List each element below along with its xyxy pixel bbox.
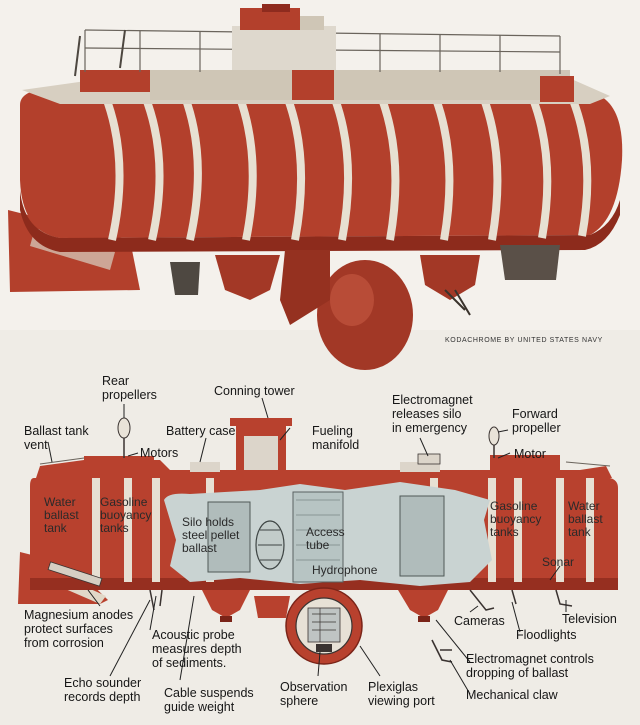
- label-ballast-tank-vent: Ballast tank vent: [24, 424, 89, 452]
- cutaway-diagram: [18, 417, 618, 665]
- label-motors: Motors: [140, 446, 179, 460]
- label-cable-suspends: Cable suspends guide weight: [164, 686, 254, 714]
- label-access-tube: Access tube: [306, 525, 345, 552]
- label-rear-propellers: Rear propellers: [102, 374, 157, 402]
- label-water-ballast-right: Water ballast tank: [568, 499, 603, 539]
- label-silo-holds: Silo holds steel pellet ballast: [182, 515, 240, 555]
- label-cameras: Cameras: [454, 614, 505, 628]
- label-forward-propeller: Forward propeller: [512, 407, 561, 435]
- label-water-ballast-left: Water ballast tank: [44, 495, 79, 535]
- label-magnesium-anodes: Magnesium anodes protect surfaces from c…: [24, 608, 134, 650]
- label-acoustic-probe: Acoustic probe measures depth of sedimen…: [152, 628, 242, 670]
- label-electromagnet-controls: Electromagnet controls dropping of balla…: [466, 652, 594, 680]
- label-observation-sphere: Observation sphere: [280, 680, 348, 708]
- label-floodlights: Floodlights: [516, 628, 577, 642]
- label-television: Television: [562, 612, 617, 626]
- label-sonar: Sonar: [542, 555, 575, 569]
- photo-bathyscaphe: [8, 4, 623, 370]
- label-hydrophone: Hydrophone: [312, 563, 378, 577]
- label-gasoline-tanks-left: Gasoline buoyancy tanks: [100, 495, 152, 535]
- label-motor: Motor: [514, 447, 546, 461]
- label-electromagnet-silo: Electromagnet releases silo in emergency: [392, 393, 473, 435]
- label-conning-tower: Conning tower: [214, 384, 295, 398]
- label-gasoline-tanks-right: Gasoline buoyancy tanks: [490, 499, 542, 539]
- label-echo-sounder: Echo sounder records depth: [64, 676, 142, 704]
- label-mechanical-claw: Mechanical claw: [466, 688, 558, 702]
- photo-credit: KODACHROME BY UNITED STATES NAVY: [445, 337, 603, 344]
- label-plexiglas-port: Plexiglas viewing port: [368, 680, 435, 708]
- leader-lines: [47, 397, 567, 695]
- label-fueling-manifold: Fueling manifold: [312, 424, 360, 452]
- label-battery-case: Battery case: [166, 424, 236, 438]
